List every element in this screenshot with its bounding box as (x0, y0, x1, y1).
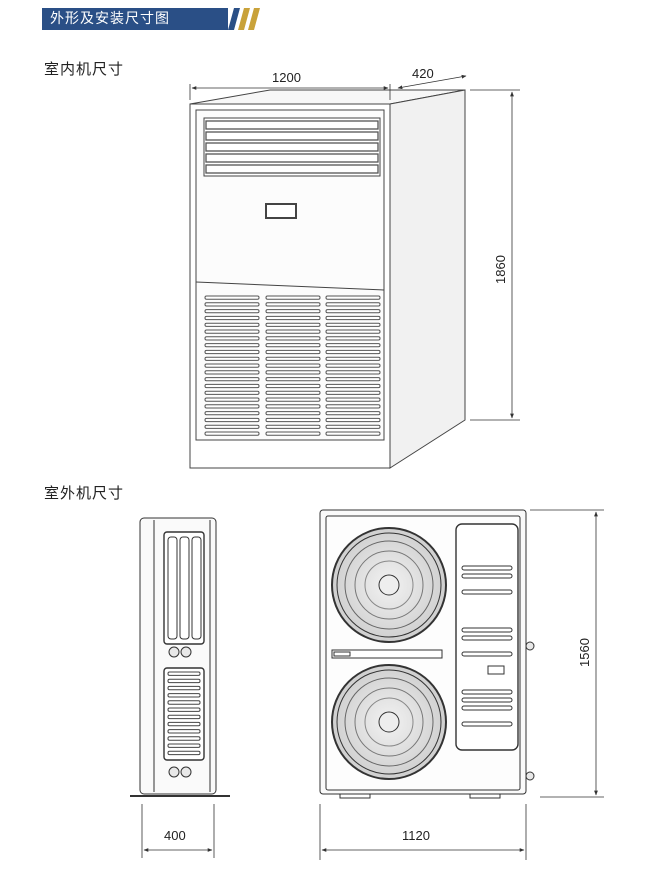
outdoor-title: 室外机尺寸 (44, 484, 125, 502)
outdoor-front-dimensions (319, 509, 604, 860)
outdoor-depth-label: 400 (164, 828, 186, 843)
indoor-unit (189, 89, 466, 469)
outdoor-height-label: 1560 (576, 638, 592, 667)
outdoor-width-label: 1120 (402, 828, 430, 843)
section-header: 外形及安装尺寸图 (42, 8, 228, 30)
outdoor-front-view (319, 509, 535, 799)
indoor-depth-label: 420 (412, 66, 434, 81)
header-stripes-icon (228, 8, 260, 30)
outdoor-side-dimensions (141, 804, 215, 858)
outdoor-side-view (130, 517, 230, 797)
indoor-title: 室内机尺寸 (44, 60, 125, 78)
indoor-width-label: 1200 (272, 70, 301, 85)
section-header-title: 外形及安装尺寸图 (50, 11, 170, 27)
upper-fan-icon (331, 527, 447, 643)
lower-fan-icon (331, 664, 447, 780)
indoor-height-label: 1860 (492, 255, 508, 284)
indoor-dimensions (189, 74, 520, 421)
